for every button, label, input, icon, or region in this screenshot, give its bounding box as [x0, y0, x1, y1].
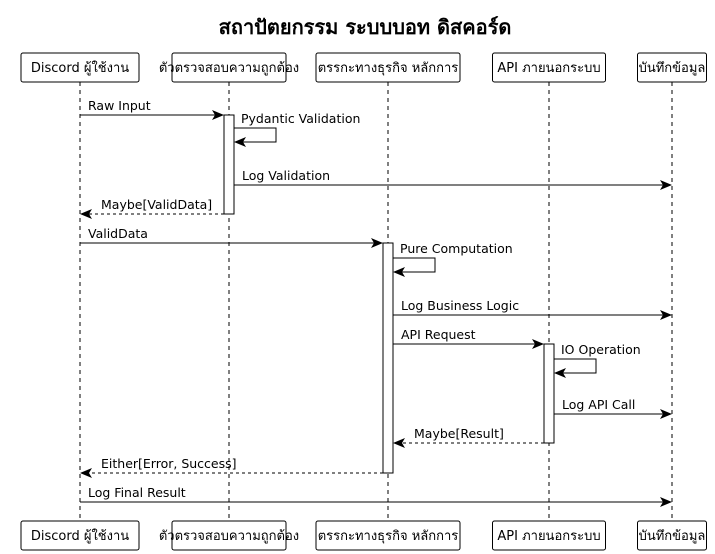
participant-discord-bottom: Discord ผู้ใช้งาน: [20, 520, 140, 551]
self-message-arrow: [393, 257, 436, 277]
participant-logic-bottom: ตรรกะทางธุรกิจ หลักการ: [315, 520, 461, 551]
participant-box: [20, 520, 140, 551]
message: Pure Computation: [393, 241, 513, 277]
participant-box: [315, 520, 461, 551]
message-label: Log Validation: [242, 168, 330, 183]
message: Raw Input: [80, 98, 224, 120]
activations: [223, 114, 555, 474]
participant-box: [637, 520, 707, 551]
participant-box: [20, 52, 140, 83]
participant-validator-bottom: ตัวตรวจสอบความถูกต้อง: [159, 520, 299, 551]
activation-bar-validator: [223, 114, 235, 215]
participant-validator-top: ตัวตรวจสอบความถูกต้อง: [159, 52, 299, 83]
message-label: Maybe[Result]: [414, 426, 504, 441]
participant-label: API ภายนอกระบบ: [497, 529, 600, 544]
participant-api-top: API ภายนอกระบบ: [492, 52, 606, 83]
participant-label: ตรรกะทางธุรกิจ หลักการ: [318, 61, 459, 76]
activation-bar-api: [543, 343, 555, 444]
activation-bar-logic: [382, 242, 394, 474]
participant-box: [171, 52, 287, 83]
message: Log Validation: [234, 168, 672, 190]
message: ValidData: [80, 226, 383, 248]
participant-label: Discord ผู้ใช้งาน: [31, 528, 129, 544]
participant-logger-top: บันทึกข้อมูล: [637, 52, 707, 83]
message-label: Pure Computation: [400, 241, 513, 256]
message: API Request: [393, 327, 544, 349]
participant-box: [492, 520, 606, 551]
participant-box: [315, 52, 461, 83]
participant-box: [171, 520, 287, 551]
message: Pydantic Validation: [234, 111, 360, 147]
participant-box: [637, 52, 707, 83]
participant-label: บันทึกข้อมูล: [639, 529, 706, 544]
participant-label: ตรรกะทางธุรกิจ หลักการ: [318, 529, 459, 544]
participant-label: ตัวตรวจสอบความถูกต้อง: [159, 61, 299, 76]
message: Log Final Result: [80, 485, 672, 507]
self-message-arrow: [554, 358, 597, 378]
message: Maybe[ValidData]: [80, 197, 224, 219]
message-label: Log API Call: [562, 397, 635, 412]
message-label: API Request: [401, 327, 476, 342]
message: IO Operation: [554, 342, 641, 378]
message: Either[Error, Success]: [80, 456, 383, 478]
self-message-arrow: [234, 127, 277, 147]
message-label: Log Business Logic: [401, 298, 519, 313]
participant-label: API ภายนอกระบบ: [497, 61, 600, 76]
message-label: Pydantic Validation: [241, 111, 360, 126]
participant-label: ตัวตรวจสอบความถูกต้อง: [159, 529, 299, 544]
message-label: Maybe[ValidData]: [101, 197, 212, 212]
participant-logic-top: ตรรกะทางธุรกิจ หลักการ: [315, 52, 461, 83]
message-label: Either[Error, Success]: [101, 456, 237, 471]
message-label: ValidData: [88, 226, 148, 241]
participant-api-bottom: API ภายนอกระบบ: [492, 520, 606, 551]
message-label: IO Operation: [561, 342, 641, 357]
participant-label: บันทึกข้อมูล: [639, 61, 706, 76]
message-label: Raw Input: [88, 98, 151, 113]
message: Log API Call: [554, 397, 672, 419]
participant-logger-bottom: บันทึกข้อมูล: [637, 520, 707, 551]
message: Maybe[Result]: [393, 426, 544, 448]
participant-box: [492, 52, 606, 83]
message: Log Business Logic: [393, 298, 672, 320]
message-label: Log Final Result: [88, 485, 186, 500]
participant-discord-top: Discord ผู้ใช้งาน: [20, 52, 140, 83]
participant-label: Discord ผู้ใช้งาน: [31, 60, 129, 76]
diagram-title: สถาปัตยกรรม ระบบบอท ดิสคอร์ด: [219, 15, 512, 39]
